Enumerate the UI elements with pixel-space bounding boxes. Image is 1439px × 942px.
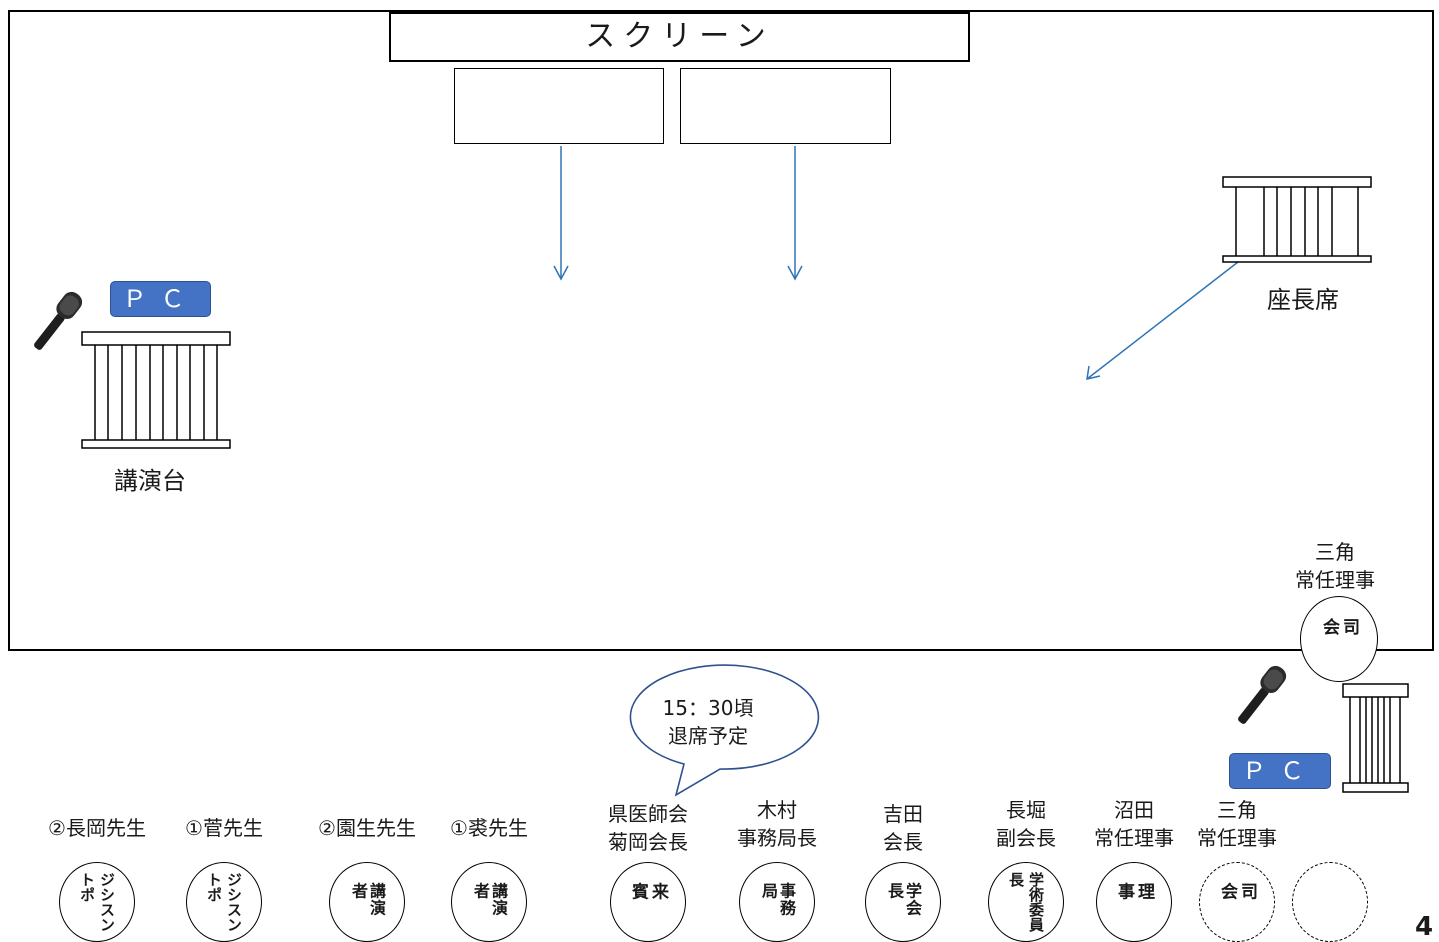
seat-name: 木村事務局長	[707, 796, 847, 852]
seat-role-label: 来賓	[628, 882, 668, 912]
host-lectern-icon	[1342, 683, 1409, 793]
podium-pc: ＰＣ	[110, 281, 211, 317]
chair-view-arrow	[1086, 261, 1239, 380]
seat: 講演者	[451, 862, 527, 942]
seat-name: ②園生先生	[297, 814, 437, 842]
host-seat-label: 司会	[1319, 618, 1359, 649]
projector-right	[680, 68, 891, 144]
seat-role-label: ジシスントポ	[78, 872, 116, 932]
microphone-icon	[34, 291, 83, 350]
seat-name-line1: ②園生先生	[318, 816, 416, 840]
seat-name: 長堀副会長	[956, 796, 1096, 852]
host-name-line2: 常任理事	[1295, 568, 1375, 592]
seat-name-line2: 常任理事	[1094, 826, 1174, 850]
screen: スクリーン	[389, 12, 970, 62]
projector-left	[454, 68, 664, 144]
seat: ジシスントポ	[59, 862, 135, 942]
seat-name-line2: 副会長	[996, 826, 1056, 850]
room-outline	[8, 10, 1434, 651]
seat-role-label: 理事	[1114, 882, 1154, 912]
seat-role-label: 事務局	[759, 882, 796, 917]
seat: 事務局	[739, 862, 815, 942]
seat-name-line1: ②長岡先生	[48, 816, 146, 840]
chair-seat-label: 座長席	[1267, 286, 1339, 314]
seat: 来賓	[610, 862, 686, 942]
podium-label: 講演台	[114, 467, 186, 495]
speech-bubble-line2: 退席予定	[668, 724, 748, 748]
seat: ジシスントポ	[186, 862, 262, 942]
seat-name-line1: 吉田	[883, 802, 923, 826]
seat-name-line2: 事務局長	[737, 826, 817, 850]
seat-name: 県医師会菊岡会長	[578, 800, 718, 856]
seat-name-line1: ①菅先生	[185, 816, 263, 840]
seat-name-line1: ①裘先生	[450, 816, 528, 840]
seat-role-label: 学会長	[885, 882, 922, 917]
host-pc: ＰＣ	[1229, 753, 1331, 789]
seat-role-label: ジシスントポ	[205, 872, 243, 932]
speech-bubble-line1: 15：30頃	[662, 696, 754, 720]
seat-name: ①菅先生	[154, 814, 294, 842]
seat-name-line2: 常任理事	[1197, 826, 1277, 850]
seat-name-line1: 三角	[1217, 798, 1257, 822]
chair-table-icon	[1222, 176, 1372, 263]
speech-bubble	[629, 664, 820, 797]
seat-role-label: 講演者	[349, 882, 386, 917]
seat: 学術委員長	[988, 862, 1064, 942]
projection-arrow-right	[787, 146, 803, 281]
seat-role-label: 学術委員長	[1007, 872, 1045, 932]
podium-icon	[81, 331, 231, 449]
seat-name: ①裘先生	[419, 814, 559, 842]
seat-role-label: 司会	[1217, 882, 1257, 912]
seat-name: 沼田常任理事	[1064, 796, 1204, 852]
seat-name-line2: 会長	[883, 830, 923, 854]
seat-name: 三角常任理事	[1167, 796, 1307, 852]
seat	[1292, 862, 1368, 942]
seat: 講演者	[329, 862, 405, 942]
seat: 司会	[1199, 862, 1275, 942]
seat-name-line1: 県医師会	[608, 802, 688, 826]
host-name-line1: 三角	[1315, 540, 1355, 564]
seat-name-line1: 沼田	[1114, 798, 1154, 822]
seat-role-label: 講演者	[471, 882, 508, 917]
seat-name: ②長岡先生	[27, 814, 167, 842]
microphone-icon	[1238, 665, 1287, 724]
projection-arrow-left	[553, 146, 569, 281]
seat-name-line1: 長堀	[1006, 798, 1046, 822]
seat-name-line2: 菊岡会長	[608, 830, 688, 854]
host-seat: 司会	[1300, 596, 1378, 682]
host-name: 三角 常任理事	[1275, 538, 1395, 594]
seat-name-line1: 木村	[757, 798, 797, 822]
page-number: 4	[1415, 912, 1434, 942]
seat-name: 吉田会長	[833, 800, 973, 856]
seat: 学会長	[865, 862, 941, 942]
speech-bubble-text: 15：30頃 退席予定	[628, 694, 788, 750]
seat: 理事	[1096, 862, 1172, 942]
